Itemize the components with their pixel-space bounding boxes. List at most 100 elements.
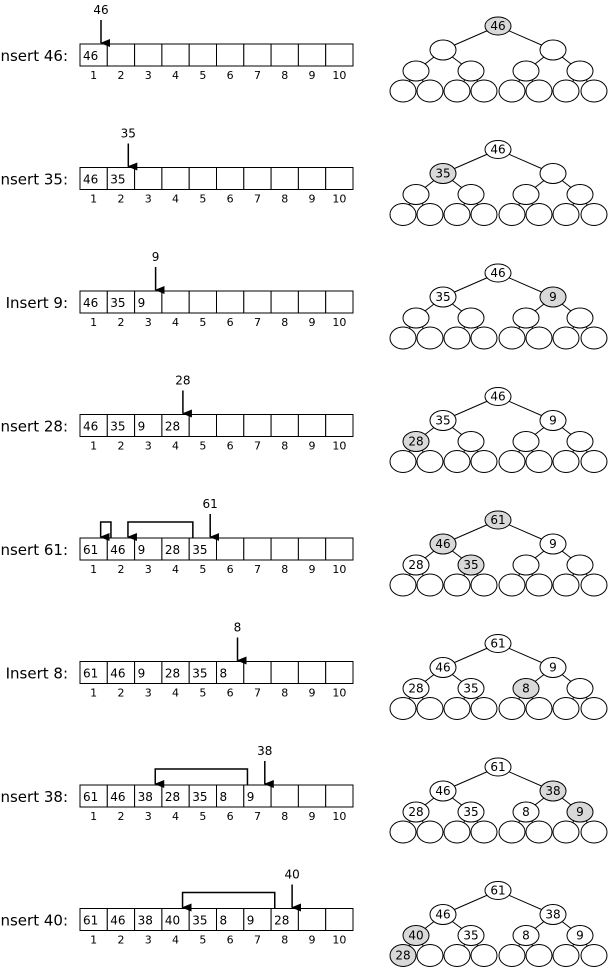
tree-node <box>580 326 608 350</box>
array-cell <box>161 290 190 314</box>
step-label: Insert 9: <box>6 294 68 312</box>
array-cell-value: 9 <box>247 790 255 804</box>
step-label: Insert 35: <box>0 171 68 189</box>
tree-node <box>580 820 608 844</box>
tree-node <box>470 573 498 597</box>
array-index: 1 <box>90 810 97 823</box>
tree-node <box>566 925 594 946</box>
array-cell <box>216 414 245 437</box>
tree-node <box>498 450 526 473</box>
tree-node <box>525 79 553 103</box>
array-index: 5 <box>199 687 206 700</box>
array-index: 4 <box>172 563 179 576</box>
tree-node <box>443 697 471 720</box>
array-cell-value: 46 <box>83 173 98 187</box>
array-index: 3 <box>145 810 152 823</box>
array-cell <box>325 661 354 684</box>
tree-node <box>512 554 540 576</box>
tree-node-value: 61 <box>490 513 505 527</box>
tree-node <box>525 573 553 597</box>
tree-node <box>566 184 594 205</box>
array-index: 1 <box>90 687 97 700</box>
array-index: 8 <box>281 934 288 947</box>
tree-node <box>512 184 540 205</box>
array-index: 8 <box>281 563 288 576</box>
tree-node-value: 35 <box>463 682 478 696</box>
array-index: 4 <box>172 934 179 947</box>
tree-node-value: 8 <box>522 805 530 819</box>
tree-node <box>539 410 567 431</box>
array-index: 5 <box>199 193 206 206</box>
tree-node <box>484 634 512 653</box>
tree-node <box>470 203 498 226</box>
array-index: 2 <box>117 440 124 453</box>
tree-node-value: 46 <box>490 266 505 280</box>
tree-node-value: 46 <box>490 390 505 404</box>
array-cell-value: 35 <box>110 296 125 310</box>
array-index: 2 <box>117 687 124 700</box>
tree-node <box>457 184 485 205</box>
tree-node <box>498 203 526 226</box>
array-index: 2 <box>117 316 124 329</box>
tree-node <box>457 554 485 576</box>
tree-node <box>512 925 540 946</box>
tree-node <box>525 820 553 844</box>
tree-node <box>552 944 580 967</box>
array-cell-value: 9 <box>138 296 146 310</box>
array-cell <box>188 414 217 437</box>
tree-node-value: 46 <box>435 537 450 551</box>
array-index: 1 <box>90 440 97 453</box>
tree-node <box>580 203 608 226</box>
tree-node <box>429 657 457 678</box>
array-index: 4 <box>172 316 179 329</box>
tree-node <box>429 533 457 555</box>
array-cell-value: 46 <box>110 667 125 681</box>
tree-node <box>416 820 444 844</box>
array-cell-value: 35 <box>110 420 125 434</box>
tree-node <box>484 16 512 36</box>
tree-node-value: 28 <box>395 949 410 963</box>
array-index: 7 <box>254 69 261 82</box>
tree-node <box>389 450 417 473</box>
array-cell-value: 9 <box>138 420 146 434</box>
tree-node <box>389 820 417 844</box>
array-index: 6 <box>227 69 234 82</box>
array-cell-value: 28 <box>165 543 180 557</box>
tree-node-value: 61 <box>490 884 505 898</box>
array-index: 4 <box>172 687 179 700</box>
tree-node <box>566 60 594 82</box>
array-cell-value: 28 <box>274 914 289 928</box>
tree-node <box>457 307 485 329</box>
tree-node <box>525 697 553 720</box>
tree-node-value: 9 <box>549 661 557 675</box>
tree-node <box>539 780 567 802</box>
array-cell-value: 61 <box>83 667 98 681</box>
array-index: 1 <box>90 193 97 206</box>
array-cell <box>243 43 272 67</box>
tree-node <box>525 326 553 350</box>
insert-value: 38 <box>257 744 272 758</box>
tree-node <box>402 554 430 576</box>
array-cell <box>270 784 299 808</box>
tree-node <box>443 573 471 597</box>
tree-node <box>470 820 498 844</box>
tree-node-value: 38 <box>545 784 560 798</box>
tree-node-value: 35 <box>435 414 450 428</box>
array-cell <box>243 167 272 190</box>
array-cell-value: 8 <box>220 790 228 804</box>
array-cell <box>243 414 272 437</box>
array-cell <box>325 43 354 67</box>
tree-node <box>484 140 512 159</box>
array-index: 4 <box>172 810 179 823</box>
tree-node <box>402 60 430 82</box>
tree-node <box>389 944 417 967</box>
tree-node <box>525 203 553 226</box>
step-label: Insert 28: <box>0 418 68 436</box>
tree-node <box>443 450 471 473</box>
tree-node <box>498 79 526 103</box>
array-index: 7 <box>254 810 261 823</box>
